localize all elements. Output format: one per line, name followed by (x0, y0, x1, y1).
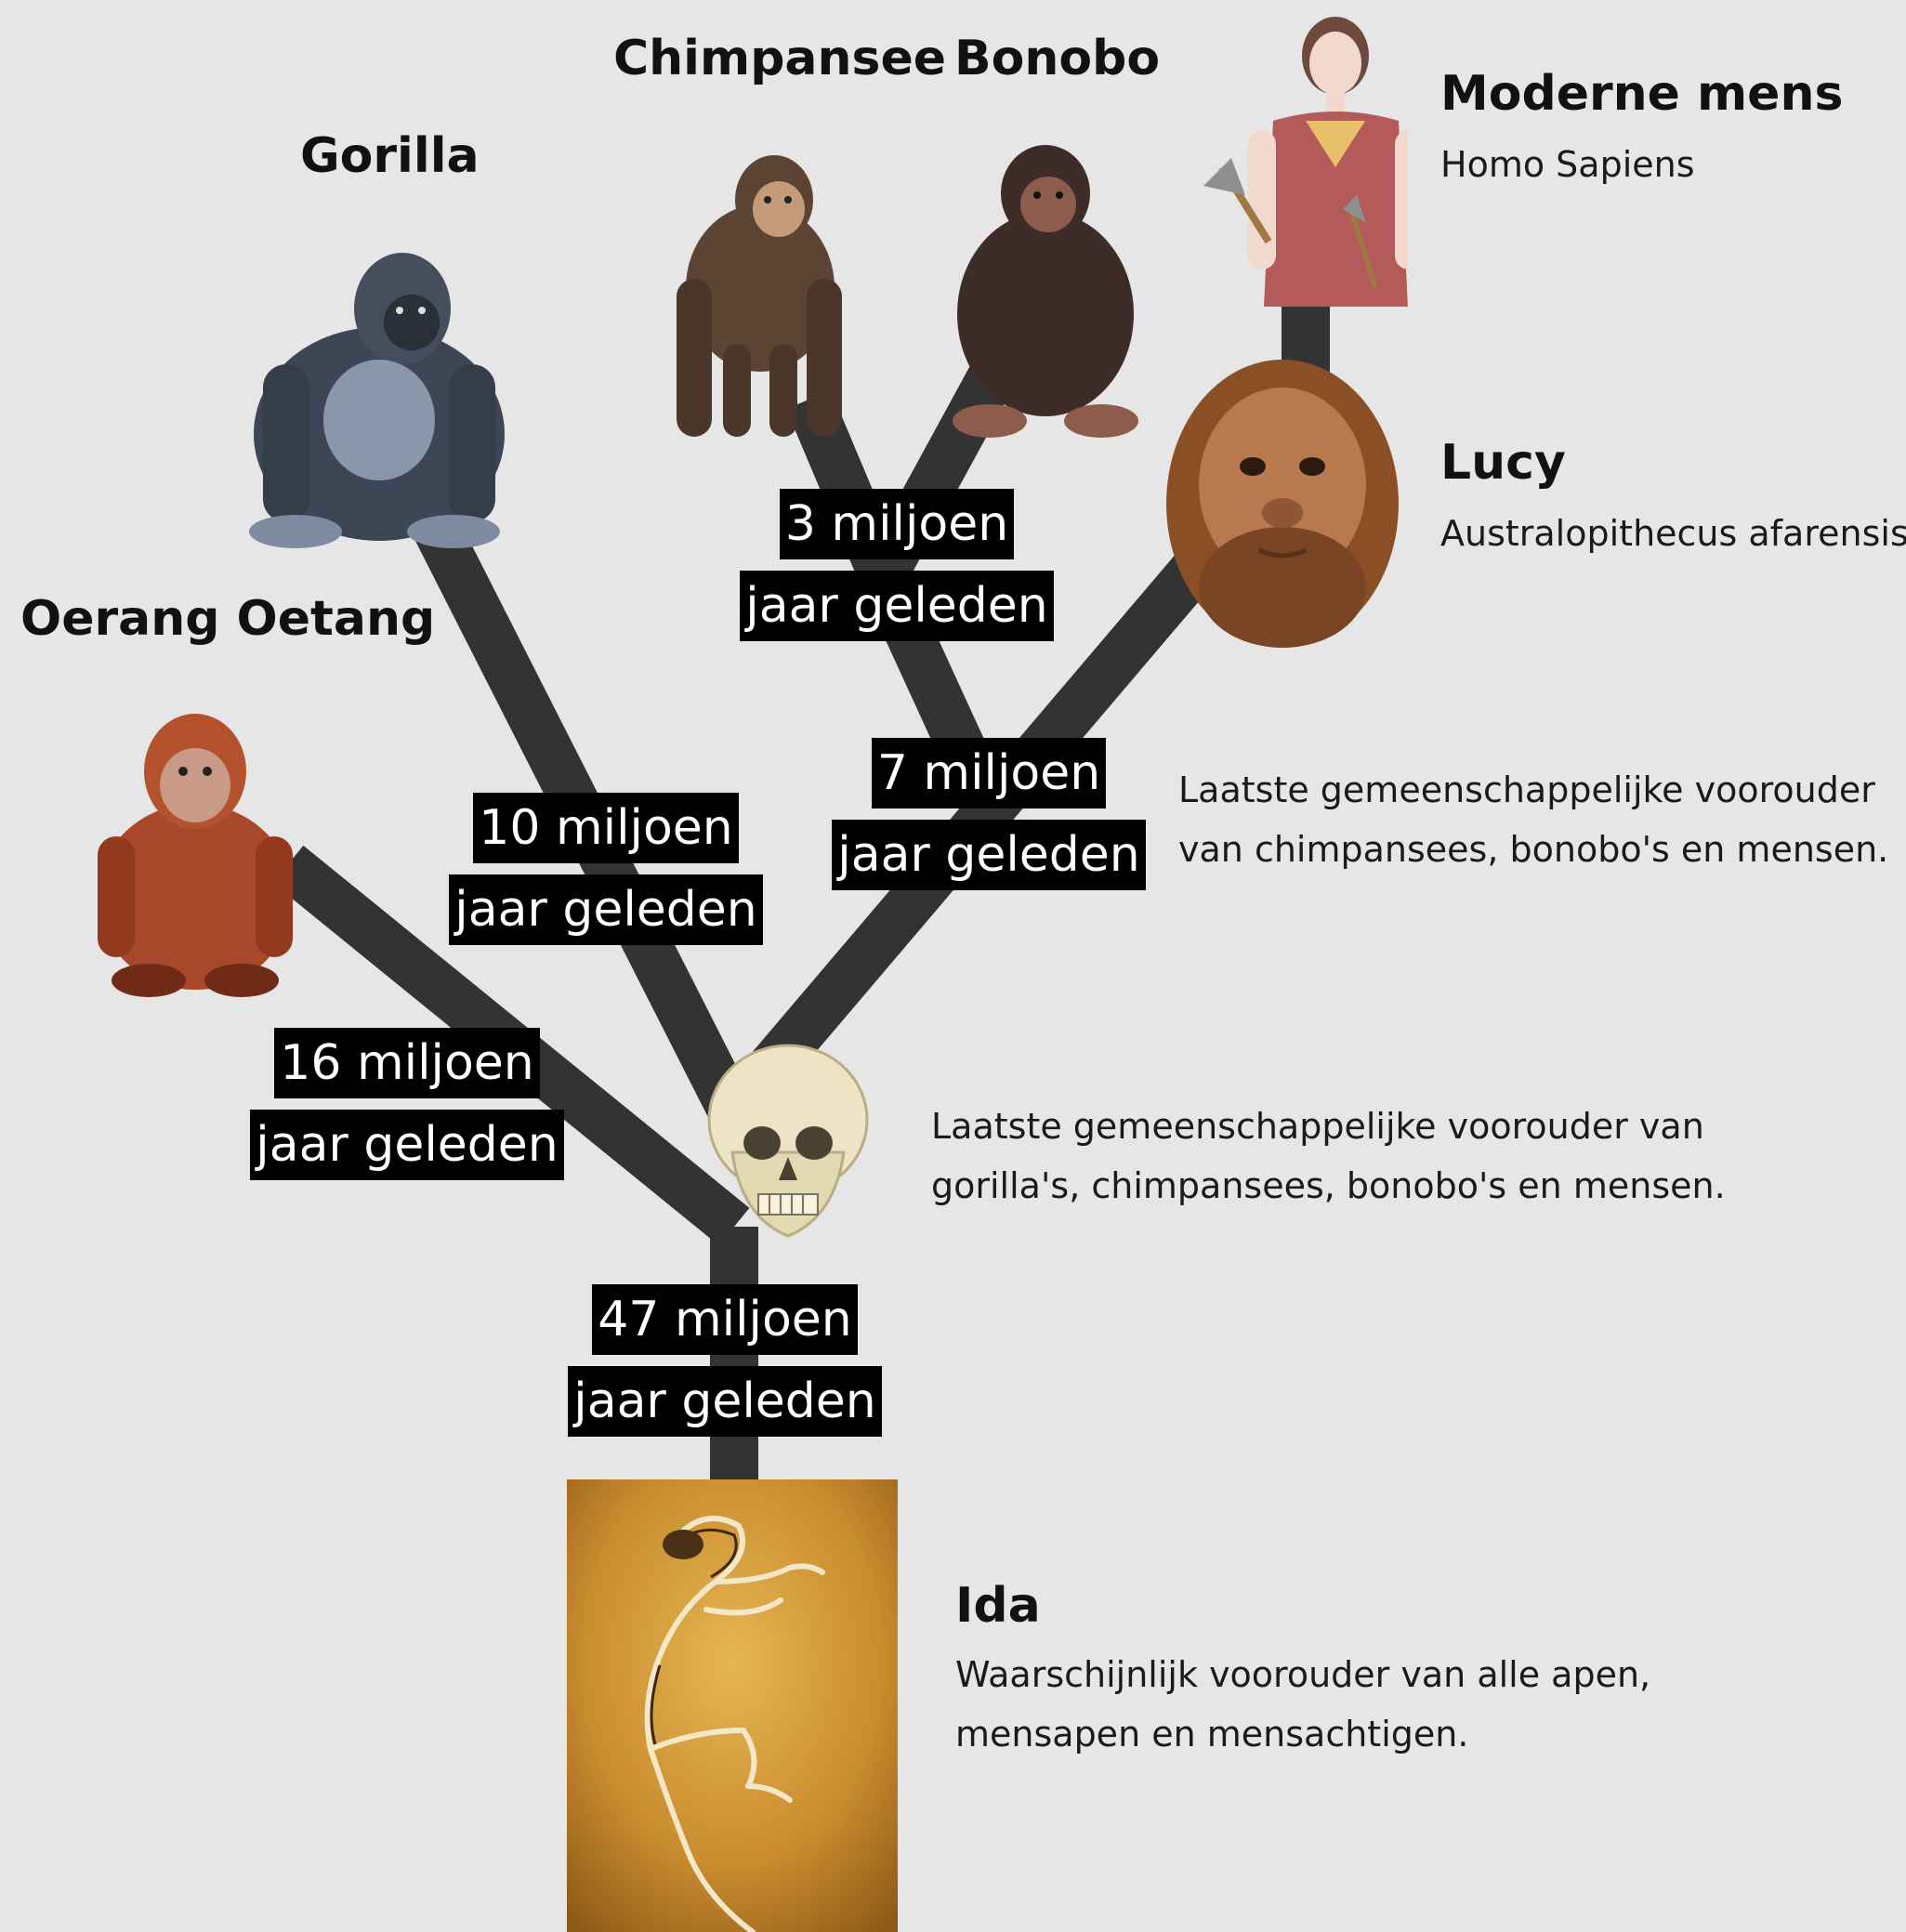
gorilla-human-ancestor-line-1: Laatste gemeenschappelijke voorouder van (931, 1106, 1704, 1147)
lucy-label: Lucy (1440, 435, 1566, 491)
time-label-7-line-1: 7 miljoen (871, 738, 1107, 808)
ida-description-line-1: Waarschijnlijk voorouder van alle apen, (955, 1654, 1651, 1695)
chimpanzee-label: Chimpansee (613, 31, 947, 86)
chimp-human-ancestor-line-1: Laatste gemeenschappelijke voorouder (1178, 769, 1875, 810)
chimp-human-ancestor-line-2: van chimpansees, bonobo's en mensen. (1178, 829, 1889, 870)
chimpanzee-image (677, 155, 842, 437)
lucy-scientific-name: Australopithecus afarensis (1440, 513, 1906, 554)
time-label-3: 3 miljoen jaar geleden (711, 489, 1083, 641)
modern-human-label: Moderne mens (1440, 66, 1844, 122)
ida-description-line-2: mensapen en mensachtigen. (955, 1714, 1469, 1755)
bonobo-label: Bonobo (954, 31, 1161, 86)
orangutan-label: Oerang Oetang (20, 591, 436, 647)
modern-human-scientific-name: Homo Sapiens (1440, 144, 1695, 185)
gorilla-image (249, 253, 505, 548)
modern-human-image (1203, 17, 1408, 307)
time-label-3-line-1: 3 miljoen (779, 489, 1015, 559)
ida-label: Ida (955, 1578, 1041, 1634)
skull-image (707, 1044, 869, 1238)
time-label-10: 10 miljoen jaar geleden (420, 793, 792, 945)
orangutan-image (98, 714, 293, 997)
time-label-7: 7 miljoen jaar geleden (803, 738, 1175, 890)
time-label-16-line-2: jaar geleden (250, 1110, 564, 1180)
time-label-47-line-1: 47 miljoen (592, 1284, 858, 1355)
time-label-47-line-2: jaar geleden (568, 1366, 882, 1437)
time-label-16-line-1: 16 miljoen (274, 1028, 540, 1098)
time-label-16: 16 miljoen jaar geleden (221, 1028, 593, 1180)
time-label-10-line-1: 10 miljoen (473, 793, 739, 863)
time-label-3-line-2: jaar geleden (740, 571, 1054, 641)
lucy-face-image (1166, 360, 1399, 648)
gorilla-label: Gorilla (300, 128, 480, 184)
ida-fossil-image (567, 1479, 898, 1932)
bonobo-image (953, 145, 1138, 438)
time-label-47: 47 miljoen jaar geleden (539, 1284, 911, 1437)
time-label-7-line-2: jaar geleden (832, 820, 1146, 890)
time-label-10-line-2: jaar geleden (449, 874, 763, 945)
gorilla-human-ancestor-line-2: gorilla's, chimpansees, bonobo's en mens… (931, 1165, 1726, 1206)
